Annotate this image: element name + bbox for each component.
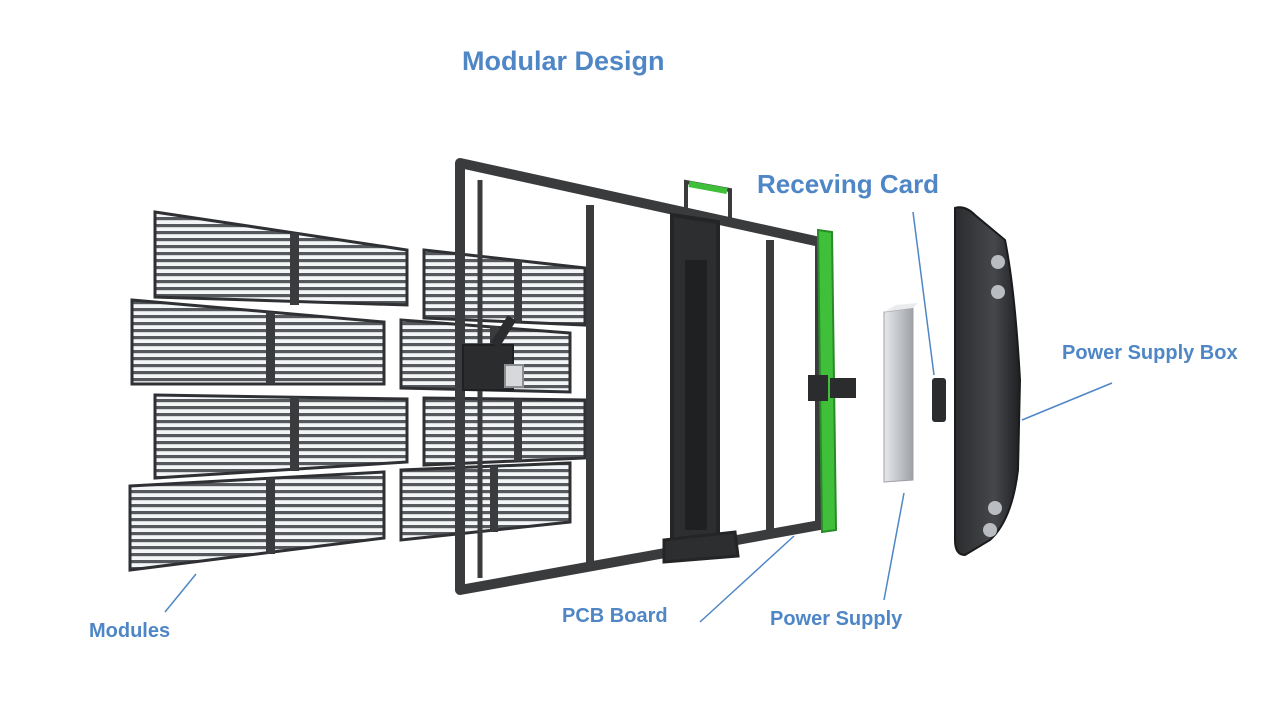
label-modules: Modules bbox=[89, 620, 171, 642]
leader-lines bbox=[164, 211, 1113, 623]
module-panel bbox=[130, 298, 386, 386]
label-receiving-card: Receving Card bbox=[757, 169, 940, 199]
label-power-supply-box: Power Supply Box bbox=[1062, 342, 1238, 364]
module-panel bbox=[153, 393, 409, 480]
leader-line-receiving-card bbox=[912, 211, 935, 376]
leader-line-modules bbox=[164, 573, 197, 613]
diagram-title: Modular Design bbox=[462, 46, 665, 76]
leader-line-power-supply bbox=[883, 492, 905, 601]
module-panel bbox=[399, 461, 572, 542]
label-power-supply: Power Supply bbox=[770, 608, 903, 630]
leader-line-power-supply-box bbox=[1021, 382, 1113, 421]
power-supply-unit bbox=[883, 303, 918, 483]
leader-line-pcb-board bbox=[699, 535, 795, 623]
modules-group-left bbox=[128, 210, 409, 572]
module-panel bbox=[422, 248, 587, 327]
module-panel bbox=[153, 210, 409, 307]
pcb-board bbox=[808, 228, 856, 534]
cabinet-frame bbox=[455, 158, 825, 595]
receiving-card bbox=[932, 378, 946, 422]
label-pcb-board: PCB Board bbox=[562, 605, 668, 627]
power-supply-box bbox=[954, 206, 1022, 557]
module-panel bbox=[422, 396, 587, 467]
modules-group-right bbox=[399, 248, 587, 542]
module-panel bbox=[128, 470, 386, 572]
